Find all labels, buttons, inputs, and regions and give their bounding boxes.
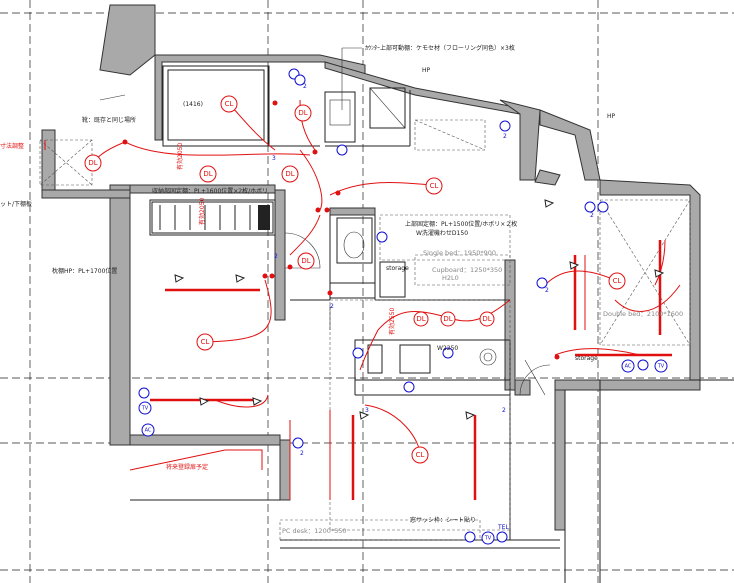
dim-label-1: 有効2050: [176, 143, 184, 170]
ac-outlet-label: AC: [625, 364, 632, 370]
side-hp-note: 枕棚HP：PL+1700位置: [52, 267, 117, 275]
double-bed-label: Double bed：2100*1600: [603, 310, 683, 318]
ac-outlet: [141, 423, 155, 437]
closet-shelves: [149, 199, 276, 236]
structural-walls: [41, 4, 701, 531]
wall-lamps: [174, 199, 665, 420]
switch-number: 2: [503, 133, 507, 140]
cl-lamp-label: CL: [225, 100, 234, 108]
cl-lamp-label: CL: [201, 338, 210, 346]
left-edge-note: 寸法調整: [0, 142, 24, 150]
cl-lamp-label: CL: [613, 277, 622, 285]
outlets: TV AC AC TV TV TEL: [138, 68, 668, 545]
tv-outlet-label: TV: [141, 406, 149, 412]
cl-lamp: [220, 95, 238, 113]
left-lower-note: ット/下棚板: [0, 200, 32, 208]
switch-number: 2: [300, 450, 304, 457]
switch-number: 2: [545, 287, 549, 294]
switch-number: 2: [274, 253, 278, 260]
interior-partitions: [130, 65, 734, 583]
dl-lamp: [440, 311, 456, 327]
furniture-outlines: [39, 119, 691, 541]
dl-lamp-label: DL: [285, 170, 294, 178]
cl-lamp: [196, 333, 214, 351]
dim-label-3: 有効2550: [388, 308, 396, 335]
single-bed-label: Single bed：1950*900: [423, 249, 496, 257]
dl-lamp-label: DL: [88, 159, 97, 167]
cl-lamp-label: CL: [416, 451, 425, 459]
room-size-label: (1416): [183, 101, 203, 108]
upper-fixed-note-2: W洗濯機わせD150: [416, 229, 468, 237]
cupboard-label: Cupboard：1250*350: [432, 266, 502, 274]
ac-outlet: [621, 359, 635, 373]
cl-lamp: [411, 446, 429, 464]
shoe-box-note: 靴：既存と同じ場所: [82, 116, 136, 124]
switch-number: 2: [330, 303, 334, 310]
dl-lamp: [281, 165, 299, 183]
dl-lamp: [479, 311, 495, 327]
hp-label-1: HP: [422, 67, 431, 74]
dl-lamp: [294, 104, 312, 122]
dl-lamp-label: DL: [298, 109, 307, 117]
tv-outlet-label: TV: [657, 364, 665, 370]
window-note: 窓サッシ枠：シート貼り: [410, 516, 476, 524]
future-door-note: 将来登録扉予定: [166, 463, 208, 471]
tel-label: TEL: [497, 524, 509, 531]
pc-desk-label: PC desk：1200*550: [282, 527, 347, 535]
dl-lamp-label: DL: [203, 170, 212, 178]
kitchen-width-label: W2250: [437, 345, 458, 352]
tv-outlet: [481, 531, 495, 545]
dl-lamp: [84, 154, 102, 172]
storage-label: storage: [386, 265, 409, 272]
switch-number: 2: [502, 407, 506, 414]
tv-outlet: [654, 359, 668, 373]
tv-outlet-label: TV: [484, 536, 492, 542]
cl-lamp-label: CL: [430, 182, 439, 190]
ac-outlet-label: AC: [145, 428, 152, 434]
led-lines: [150, 240, 672, 500]
hp-label-2: HP: [607, 113, 616, 120]
dl-lamp: [413, 311, 429, 327]
cl-lamp: [425, 177, 443, 195]
dl-lamp-label: DL: [482, 315, 491, 323]
ceiling-lights: CL DL DL DL DL CL DL CL DL DL DL CL CL: [84, 95, 626, 464]
tv-outlet: [138, 401, 152, 415]
cupboard-height-label: H2L0: [442, 274, 459, 282]
switch-number: 2: [303, 83, 307, 90]
switch-numbers: 2 3 2 2 2 2 2 2 3 2: [272, 83, 594, 457]
dl-lamp-label: DL: [416, 315, 425, 323]
switch-number: 2: [590, 212, 594, 219]
cl-lamp: [608, 272, 626, 290]
storage-note: 収納部固定棚：PL+1600位置×2枚/ホボリ: [152, 187, 268, 195]
dl-lamp: [297, 252, 315, 270]
dl-lamp: [199, 165, 217, 183]
switch-number: 3: [272, 155, 276, 162]
storage-label-2: storage: [575, 355, 598, 362]
switch-number: 3: [365, 407, 369, 414]
dim-label-2: 有効2050: [198, 198, 206, 225]
dl-lamp-label: DL: [443, 315, 452, 323]
upper-fixed-note: 上部固定棚：PL+1500位置/ホボリ×２枚: [405, 220, 517, 228]
door-swings: [99, 94, 551, 396]
top-note: ｶｳﾝﾀｰ上部可動棚：ケモセ材（フローリング同色）×3枚: [365, 44, 515, 52]
dl-lamp-label: DL: [301, 257, 310, 265]
